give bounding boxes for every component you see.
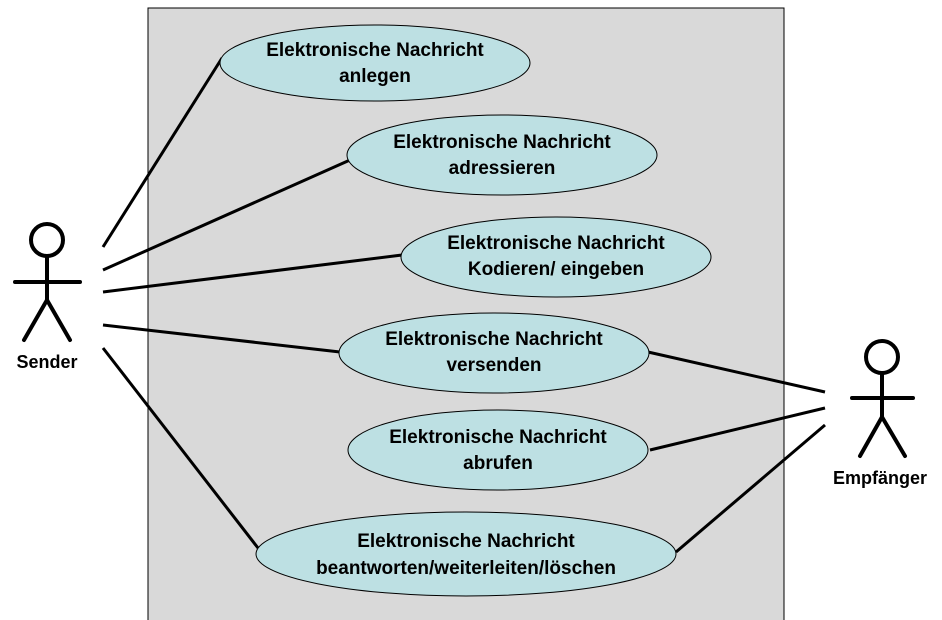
- use-case-label: Elektronische Nachricht: [447, 233, 665, 254]
- receiver-associations: [647, 350, 826, 554]
- use-case-versenden: Elektronische Nachricht versenden: [338, 312, 650, 394]
- use-case-anlegen: Elektronische Nachricht anlegen: [219, 24, 531, 102]
- actor-receiver: Empfänger: [833, 339, 927, 488]
- actor-sender: Sender: [13, 222, 82, 372]
- sender-associations: [101, 57, 403, 549]
- stick-figure-icon: [850, 339, 915, 458]
- use-case-label: versenden: [446, 355, 541, 376]
- use-case-ellipse: [255, 511, 677, 597]
- association-sender-versenden: [102, 323, 341, 354]
- use-case-label: Elektronische Nachricht: [266, 40, 484, 61]
- use-case-abrufen: Elektronische Nachricht abrufen: [347, 409, 649, 491]
- use-case-ellipse: [338, 312, 650, 394]
- use-case-label: abrufen: [463, 453, 533, 474]
- association-sender-beantworten: [101, 347, 260, 549]
- association-receiver-versenden: [647, 350, 826, 394]
- use-case-label: beantworten/weiterleiten/löschen: [316, 558, 616, 579]
- use-case-beantworten: Elektronische Nachricht beantworten/weit…: [255, 511, 677, 597]
- use-case-label: Elektronische Nachricht: [393, 132, 611, 153]
- use-case-ellipse: [219, 24, 531, 102]
- actor-label-receiver: Empfänger: [833, 468, 927, 488]
- use-case-label: Elektronische Nachricht: [357, 531, 575, 552]
- association-receiver-beantworten: [675, 423, 826, 554]
- association-receiver-abrufen: [649, 406, 826, 452]
- actor-label-sender: Sender: [16, 352, 77, 372]
- use-case-kodieren: Elektronische Nachricht Kodieren/ eingeb…: [400, 216, 712, 298]
- use-case-label: anlegen: [339, 66, 411, 87]
- use-case-adressieren: Elektronische Nachricht adressieren: [346, 114, 658, 196]
- use-case-ellipse: [346, 114, 658, 196]
- association-sender-anlegen: [101, 57, 224, 248]
- use-case-label: Kodieren/ eingeben: [468, 259, 644, 280]
- association-sender-adressieren: [102, 158, 351, 272]
- use-case-ellipse: [400, 216, 712, 298]
- use-case-label: Elektronische Nachricht: [385, 329, 603, 350]
- use-case-ellipse: [347, 409, 649, 491]
- stick-figure-icon: [13, 222, 82, 342]
- use-case-label: Elektronische Nachricht: [389, 427, 607, 448]
- use-case-label: adressieren: [449, 158, 556, 179]
- association-sender-kodieren: [102, 253, 403, 294]
